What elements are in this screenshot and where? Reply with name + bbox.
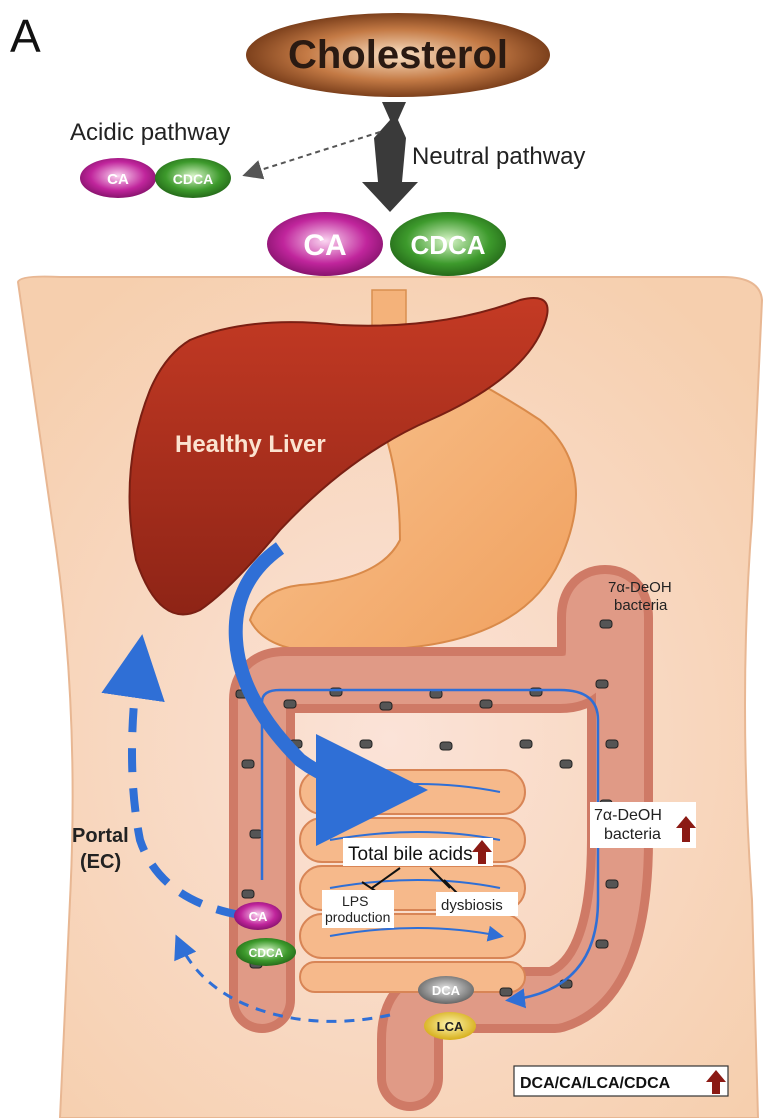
dysbiosis-label: dysbiosis	[441, 897, 503, 914]
summary-label: DCA/CA/LCA/CDCA	[520, 1075, 671, 1092]
bacteria-top-label: 7α-DeOH bacteria	[608, 579, 672, 614]
svg-text:Portal: Portal	[72, 825, 129, 847]
colon-dca-label: DCA	[432, 983, 461, 998]
cecum-cdca-label: CDCA	[249, 946, 284, 960]
cholesterol-label: Cholesterol	[288, 33, 508, 77]
acidic-pathway-label: Acidic pathway	[70, 119, 230, 146]
svg-text:7α-DeOH: 7α-DeOH	[594, 807, 662, 824]
svg-text:(EC): (EC)	[80, 851, 121, 873]
total-bile-acids-label: Total bile acids	[348, 844, 473, 865]
acidic-cdca-label: CDCA	[173, 171, 213, 187]
svg-text:bacteria: bacteria	[614, 597, 668, 614]
svg-text:LPS: LPS	[342, 893, 368, 909]
esophagus	[372, 290, 406, 326]
svg-text:bacteria: bacteria	[604, 826, 661, 843]
colon-lca-label: LCA	[437, 1019, 464, 1034]
acidic-pathway-arrow	[248, 132, 380, 174]
neutral-pathway-label: Neutral pathway	[412, 143, 585, 170]
neutral-pathway-arrow	[362, 102, 418, 212]
liver-label: Healthy Liver	[175, 431, 326, 458]
neutral-ca-label: CA	[303, 229, 346, 262]
cecum-ca-label: CA	[249, 909, 268, 924]
svg-text:production: production	[325, 909, 390, 925]
svg-text:7α-DeOH: 7α-DeOH	[608, 579, 672, 596]
acidic-ca-label: CA	[107, 171, 129, 188]
neutral-cdca-label: CDCA	[410, 230, 485, 260]
panel-label: A	[10, 10, 41, 62]
small-intestine	[300, 770, 525, 992]
